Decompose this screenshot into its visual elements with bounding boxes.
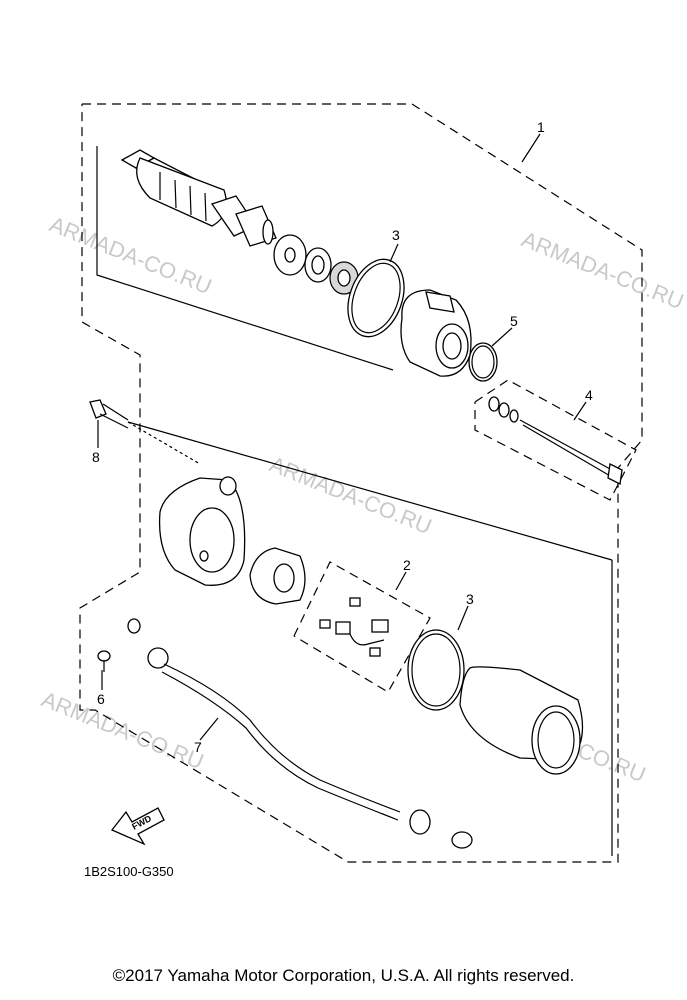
callout-4: 4 xyxy=(585,387,593,403)
bearing-part xyxy=(304,247,359,295)
o-ring-part xyxy=(351,262,401,334)
callout-2: 2 xyxy=(403,557,411,573)
callout-6: 6 xyxy=(97,691,105,707)
callout-3-upper: 3 xyxy=(392,227,400,243)
through-bolt-part xyxy=(488,396,623,485)
o-ring-part xyxy=(471,345,495,379)
screw-part xyxy=(97,650,111,672)
washer-part xyxy=(273,234,307,276)
leader-line xyxy=(573,401,587,421)
leader-line xyxy=(457,605,469,631)
watermark: ARMADA-CO.RU xyxy=(266,451,435,539)
leader-line xyxy=(491,327,513,347)
rear-cover-part xyxy=(158,476,246,586)
leader-line xyxy=(199,717,219,741)
yoke-part xyxy=(459,666,584,775)
leader-line xyxy=(395,571,407,591)
leader-line xyxy=(521,133,541,163)
callout-1: 1 xyxy=(537,119,545,135)
assembly-boundary xyxy=(79,103,643,863)
assembly-1-outline xyxy=(96,146,394,371)
armature-part xyxy=(120,149,277,247)
brush-set-part xyxy=(319,597,389,657)
leader-line xyxy=(389,243,399,263)
callout-7: 7 xyxy=(194,739,202,755)
o-ring-part xyxy=(411,633,461,707)
cable-lead-part xyxy=(127,618,473,849)
watermark: ARMADA-CO.RU xyxy=(38,686,207,774)
fwd-arrow-icon: FWD xyxy=(110,807,165,846)
watermark: ARMADA-CO.RU xyxy=(518,226,687,314)
brush-holder-part xyxy=(249,547,306,605)
callout-8: 8 xyxy=(92,449,100,465)
assembly-1-outline xyxy=(127,421,613,561)
callout-5: 5 xyxy=(510,313,518,329)
o-ring-part xyxy=(468,342,498,382)
o-ring-part xyxy=(407,629,465,711)
diagram-code: 1B2S100-G350 xyxy=(84,864,174,879)
bolt-set-boundary xyxy=(474,379,637,501)
copyright-notice: ©2017 Yamaha Motor Corporation, U.S.A. A… xyxy=(112,966,575,985)
front-cover-part xyxy=(400,289,472,377)
bolt-part xyxy=(89,399,201,465)
brush-set-boundary xyxy=(293,561,431,693)
callout-3-lower: 3 xyxy=(466,591,474,607)
o-ring-part xyxy=(347,258,405,338)
